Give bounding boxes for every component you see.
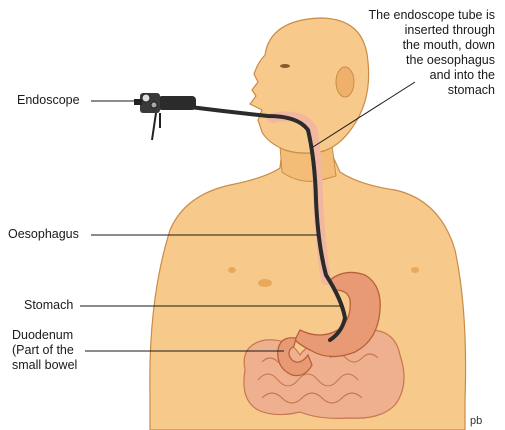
navel [258,279,272,287]
label-endoscope: Endoscope [17,93,80,108]
artist-credit: pb [470,414,482,429]
label-stomach: Stomach [24,298,73,313]
endoscope-handle [134,93,196,140]
label-duodenum: Duodenum (Part of the small bowel [12,328,77,373]
label-oesophagus: Oesophagus [8,227,79,242]
left-nipple [228,267,236,273]
explanatory-note: The endoscope tube is inserted through t… [325,8,495,98]
right-nipple [411,267,419,273]
eye [280,64,290,68]
